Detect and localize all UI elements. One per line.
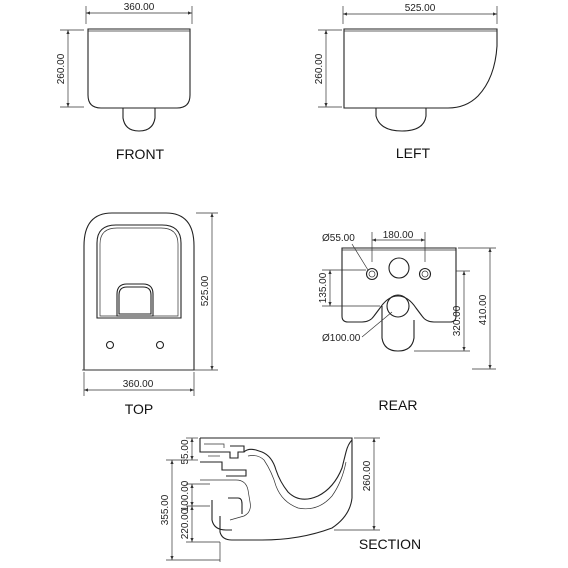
rear-outlet-height-dim: 320.00 [452, 305, 463, 336]
rear-hole-spacing-dim: 180.00 [383, 230, 414, 241]
rear-hole-height-dim: 135.00 [318, 272, 329, 303]
section-height-dim: 260.00 [362, 460, 373, 491]
rear-view-label: REAR [379, 397, 418, 413]
left-view: 525.00 260.00 LEFT [314, 3, 498, 161]
rear-total-height-dim: 410.00 [478, 294, 489, 325]
section-dim-100: 100.00 [180, 480, 191, 511]
front-height-dim: 260.00 [56, 53, 67, 84]
left-width-dim: 525.00 [405, 3, 436, 14]
top-view-label: TOP [125, 401, 154, 417]
section-view: 55.00 100.00 220.00 355.00 260.00 SECTIO… [160, 437, 421, 562]
rear-outlet-diameter-dim: Ø100.00 [322, 333, 361, 344]
section-dim-355: 355.00 [160, 494, 171, 525]
rear-hole-diameter-dim: Ø55.00 [322, 233, 355, 244]
section-dim-55: 55.00 [180, 439, 191, 464]
front-view: 360.00 260.00 FRONT [56, 2, 193, 162]
front-width-dim: 360.00 [124, 2, 155, 13]
top-width-dim: 360.00 [123, 379, 154, 390]
section-view-label: SECTION [359, 536, 421, 552]
section-dim-220: 220.00 [180, 508, 191, 539]
rear-view: 180.00 Ø55.00 135.00 Ø100.00 320.00 410.… [318, 230, 496, 413]
top-length-dim: 525.00 [200, 275, 211, 306]
front-view-label: FRONT [116, 146, 165, 162]
top-view: 525.00 360.00 TOP [82, 212, 218, 417]
left-view-label: LEFT [396, 145, 431, 161]
left-height-dim: 260.00 [314, 53, 325, 84]
